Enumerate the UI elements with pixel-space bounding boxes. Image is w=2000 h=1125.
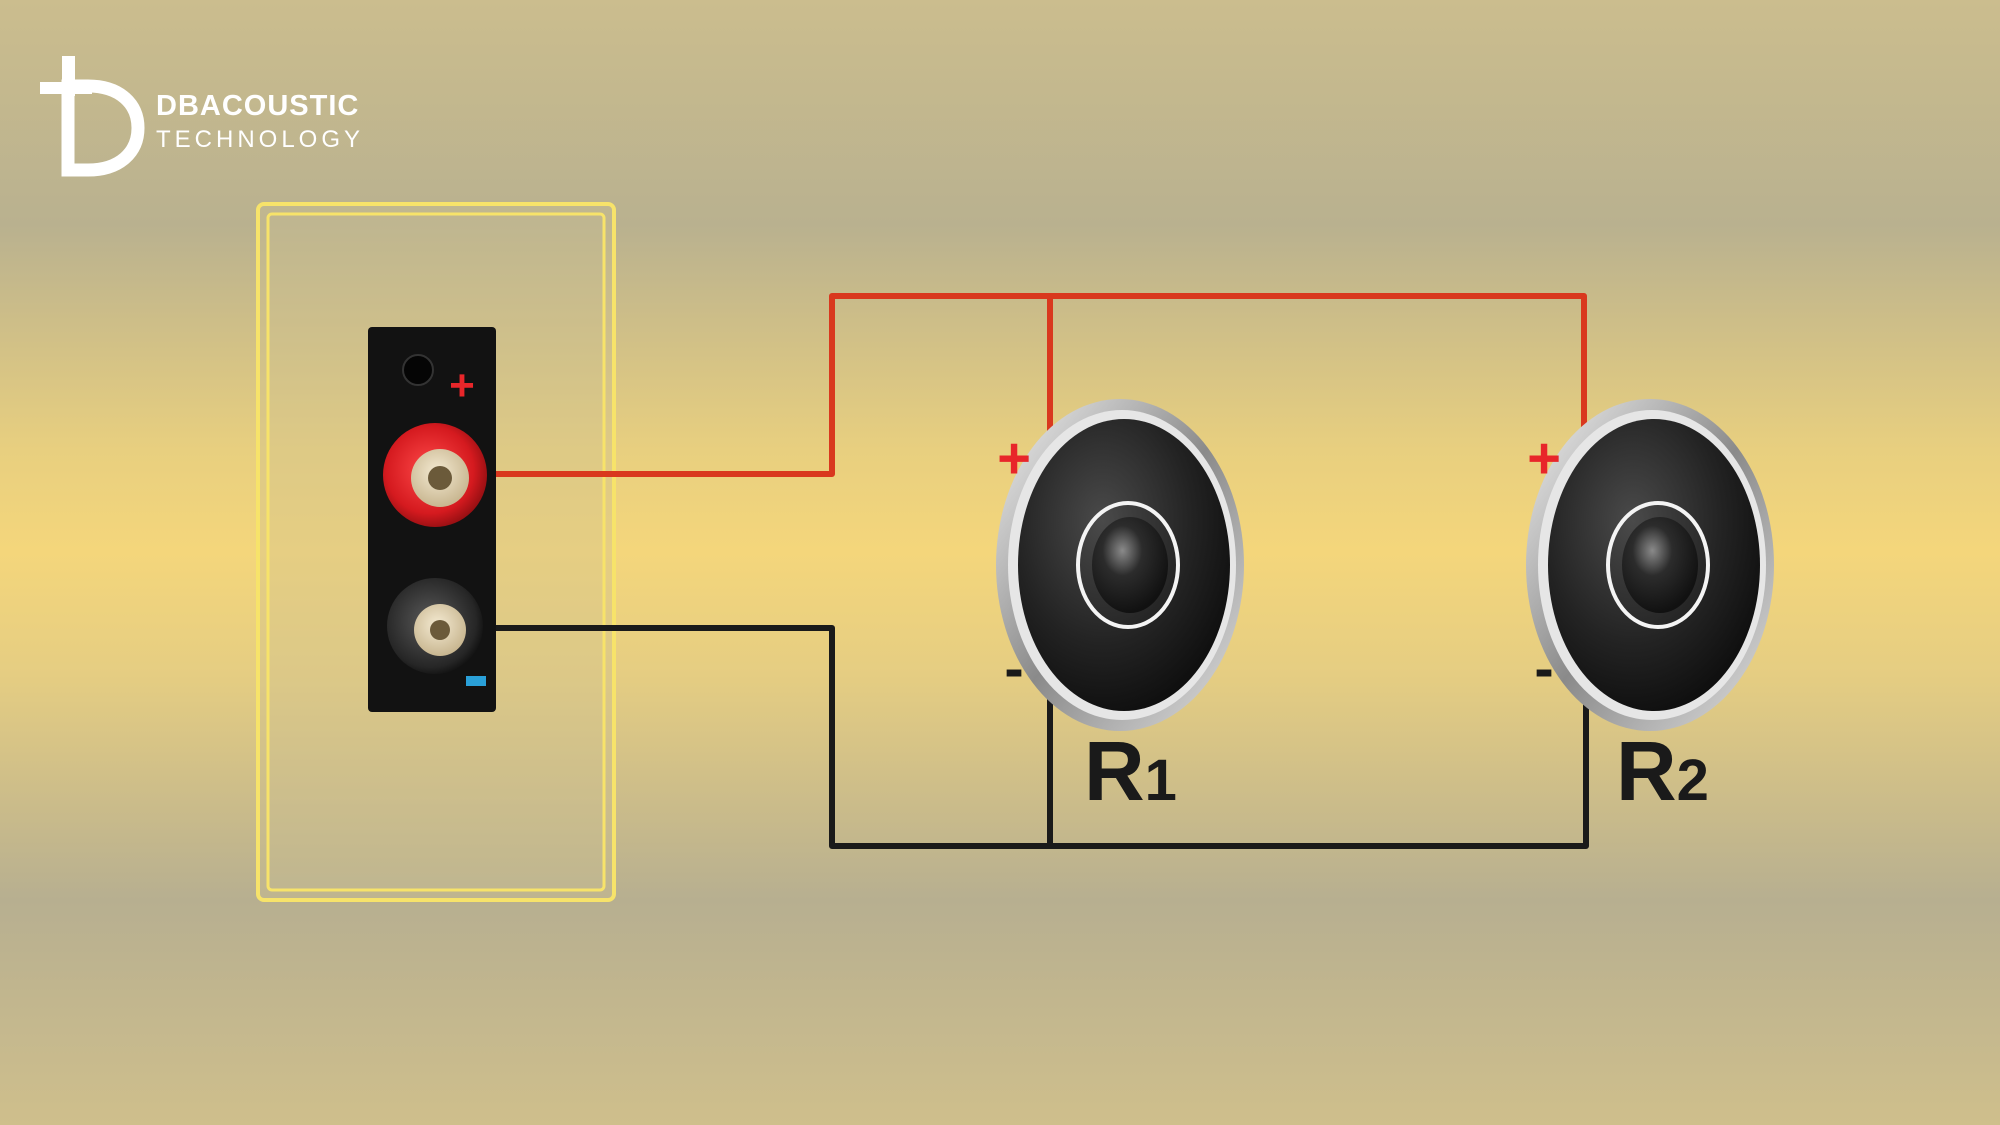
brand-name: DBACOUSTIC xyxy=(156,90,360,122)
speaker-r1: + - R1 xyxy=(996,399,1244,818)
brand-subtitle: TECHNOLOGY xyxy=(156,126,365,153)
speaker-r2-positive-symbol: + xyxy=(1527,426,1561,491)
speaker-r2-label: R2 xyxy=(1616,724,1709,818)
speaker-terminal-block: + xyxy=(368,327,496,712)
positive-binding-post xyxy=(383,423,487,527)
db-monogram-icon xyxy=(40,56,145,177)
speaker-r1-positive-symbol: + xyxy=(997,426,1031,491)
speaker-r1-label: R1 xyxy=(1084,724,1177,818)
speaker-icon xyxy=(1526,399,1774,731)
speaker-r2-negative-symbol: - xyxy=(1534,636,1553,701)
speaker-r1-negative-symbol: - xyxy=(1004,636,1023,701)
speaker-icon xyxy=(996,399,1244,731)
brand-logo: DBACOUSTIC TECHNOLOGY xyxy=(38,52,378,182)
terminal-negative-marker xyxy=(466,676,486,686)
terminal-positive-symbol: + xyxy=(449,361,475,410)
speaker-r2: + - R2 xyxy=(1526,399,1774,818)
negative-binding-post xyxy=(387,578,483,674)
